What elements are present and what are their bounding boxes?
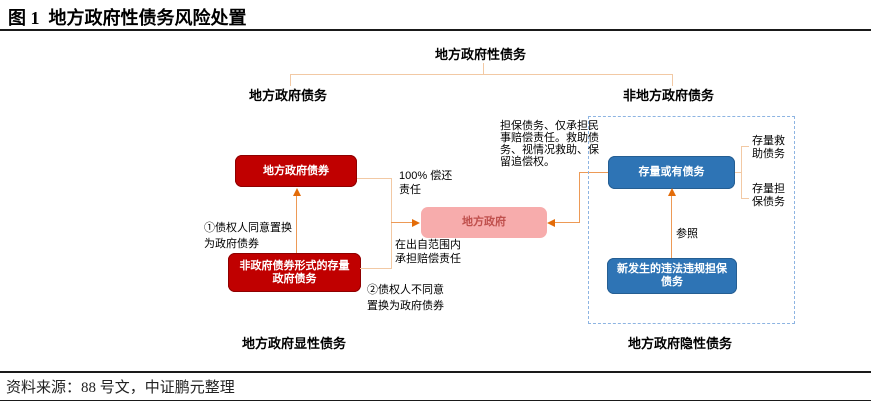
refer-label: 参照 <box>676 228 698 240</box>
contingent-arrowhead-left <box>547 219 555 227</box>
footer-bottom-rule <box>0 400 871 401</box>
footer-top-rule <box>0 371 871 373</box>
gov-bond-box: 地方政府债券 <box>235 155 357 187</box>
contingent-to-gov-line <box>555 222 580 223</box>
refer-arrowhead-up <box>668 188 676 196</box>
right-bracket-bottom-line <box>741 198 749 199</box>
figure-title: 图 1 地方政府性债务风险处置 <box>8 8 247 28</box>
local-gov-box: 地方政府 <box>421 207 547 238</box>
to-gov-arrow-line <box>391 222 413 223</box>
contingent-out-line <box>579 172 608 173</box>
guarantee-rescue-note: 担保债务、仅承担民 事赔偿责任。救助债 务、视情况救助、保 留追偿权。 <box>500 120 599 168</box>
new-illegal-guarantee-box: 新发生的违法违规担保 债务 <box>607 258 737 294</box>
swap-agree-note: ①债权人同意置换 为政府债券 <box>204 222 292 250</box>
swap-arrowhead-up <box>293 188 301 196</box>
left-bracket-bottom-line <box>360 268 392 269</box>
left-branch-label: 地方政府债务 <box>249 88 328 103</box>
left-bracket-vertical-line <box>391 178 392 269</box>
implicit-debt-label: 地方政府隐性债务 <box>628 336 733 351</box>
right-branch-label: 非地方政府债务 <box>623 88 715 103</box>
tree-right-drop-line <box>672 74 673 86</box>
tree-root-drop-line <box>483 63 484 74</box>
tree-horizontal-line <box>290 74 673 75</box>
refer-arrow-line <box>671 195 672 258</box>
contingent-down-line <box>579 172 580 223</box>
source-note: 资料来源：88 号文，中证鹏元整理 <box>6 380 235 396</box>
swap-disagree-note: ②债权人不同意 置换为政府债券 <box>367 284 444 312</box>
stock-contingent-box: 存量或有债务 <box>608 156 735 189</box>
full-repay-note: 100% 偿还 责任 <box>399 170 453 196</box>
non-bond-stock-debt-box: 非政府债券形式的存量 政府债务 <box>228 253 361 292</box>
stock-rescue-label: 存量救 助债务 <box>752 135 785 160</box>
left-bracket-top-line <box>357 178 392 179</box>
implicit-debt-dashed-region <box>588 116 795 324</box>
explicit-debt-label: 地方政府显性债务 <box>242 336 347 351</box>
right-bracket-vertical-line <box>741 146 742 199</box>
right-bracket-stem-line <box>735 172 742 173</box>
right-bracket-top-line <box>741 146 749 147</box>
root-node-label: 地方政府性债务 <box>435 47 527 62</box>
swap-arrow-line <box>296 195 297 253</box>
to-gov-arrowhead-right <box>412 219 420 227</box>
title-underline <box>0 29 871 31</box>
compensation-scope-note: 在出自范围内 承担赔偿责任 <box>395 239 461 265</box>
stock-guarantee-label: 存量担 保债务 <box>752 183 785 208</box>
tree-left-drop-line <box>290 74 291 86</box>
